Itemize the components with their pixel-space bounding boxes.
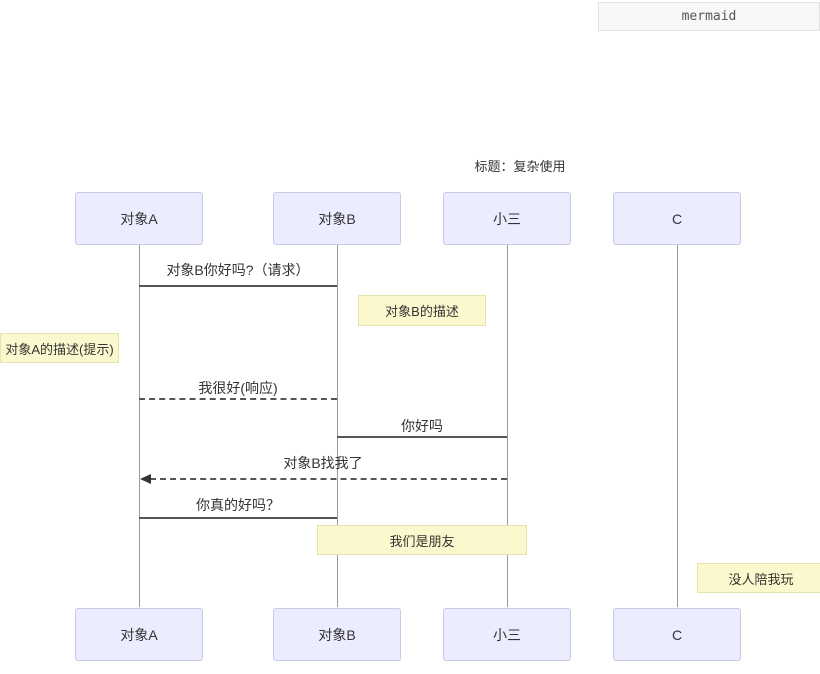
actor-top-a: 对象A bbox=[75, 192, 203, 245]
message-label-zhaowo: 对象B找我了 bbox=[283, 455, 363, 471]
code-block-language-label: mermaid bbox=[681, 9, 737, 24]
note-right-of-c: 没人陪我玩 bbox=[697, 563, 820, 593]
lifeline-a bbox=[139, 245, 140, 607]
actor-bottom-xiaosan: 小三 bbox=[443, 608, 571, 661]
message-label-zhende: 你真的好吗？ bbox=[196, 497, 280, 513]
lifeline-b bbox=[337, 245, 338, 607]
lifeline-xiaosan bbox=[507, 245, 508, 607]
diagram-title: 标题：复杂使用 bbox=[474, 159, 566, 174]
message-line-request bbox=[139, 285, 337, 287]
note-right-of-b: 对象B的描述 bbox=[358, 295, 486, 326]
code-block-language-tab: mermaid bbox=[598, 2, 820, 31]
message-line-zhende bbox=[139, 517, 337, 519]
actor-bottom-a: 对象A bbox=[75, 608, 203, 661]
actor-label: 小三 bbox=[493, 210, 521, 227]
message-label-request: 对象B你好吗?（请求） bbox=[166, 262, 310, 278]
arrowhead-left-icon bbox=[140, 474, 151, 484]
message-line-zhaowo bbox=[150, 478, 507, 480]
message-label-response: 我很好(响应) bbox=[198, 380, 278, 396]
note-left-of-a: 对象A的描述(提示) bbox=[0, 333, 119, 363]
actor-top-c: C bbox=[613, 192, 741, 245]
actor-label: C bbox=[671, 210, 683, 227]
actor-label: 对象B bbox=[318, 626, 356, 643]
actor-label: 对象A bbox=[120, 210, 158, 227]
message-label-nihaoma: 你好吗 bbox=[401, 418, 443, 434]
actor-label: 对象A bbox=[120, 626, 158, 643]
note-over-b-xiaosan: 我们是朋友 bbox=[317, 525, 527, 555]
actor-label: 小三 bbox=[493, 626, 521, 643]
lifeline-c bbox=[677, 245, 678, 607]
message-line-response bbox=[139, 398, 337, 400]
actor-label: C bbox=[671, 626, 683, 643]
actor-bottom-b: 对象B bbox=[273, 608, 401, 661]
actor-label: 对象B bbox=[318, 210, 356, 227]
actor-top-xiaosan: 小三 bbox=[443, 192, 571, 245]
message-line-nihaoma bbox=[337, 436, 507, 438]
actor-top-b: 对象B bbox=[273, 192, 401, 245]
actor-bottom-c: C bbox=[613, 608, 741, 661]
